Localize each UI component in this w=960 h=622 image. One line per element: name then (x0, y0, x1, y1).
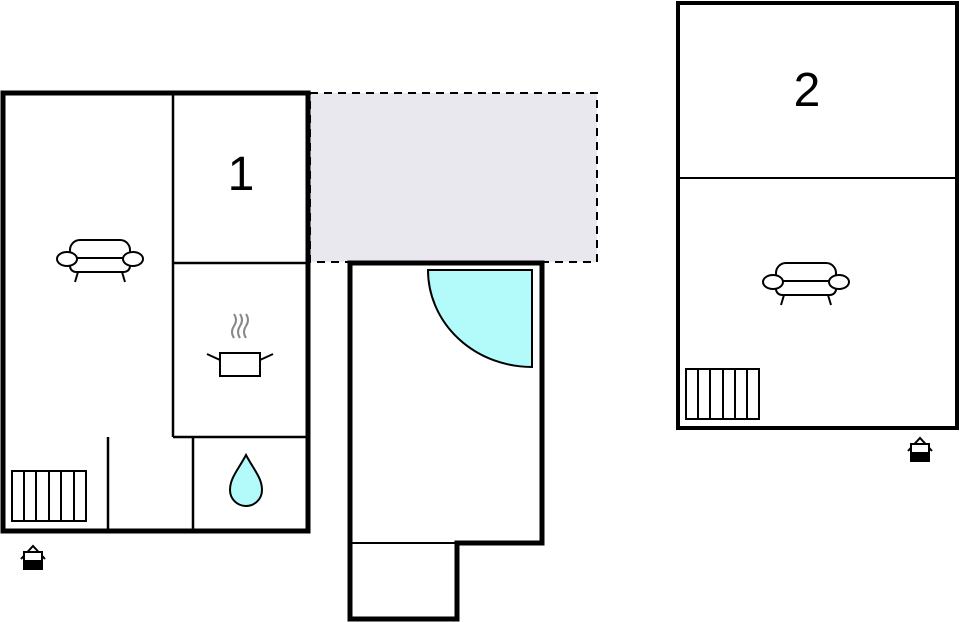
radiator-icon (685, 368, 760, 420)
cooking-pot-icon (206, 313, 274, 377)
terrace (309, 92, 598, 263)
radiator-icon (11, 470, 87, 522)
room-label-2: 2 (794, 64, 821, 117)
building-left (0, 90, 311, 534)
entrance-icon (20, 545, 46, 570)
building-right (676, 1, 959, 430)
room-label-1: 1 (228, 148, 255, 201)
shower-icon (426, 269, 533, 369)
entrance-icon (907, 437, 933, 462)
water-drop-icon (228, 452, 264, 507)
